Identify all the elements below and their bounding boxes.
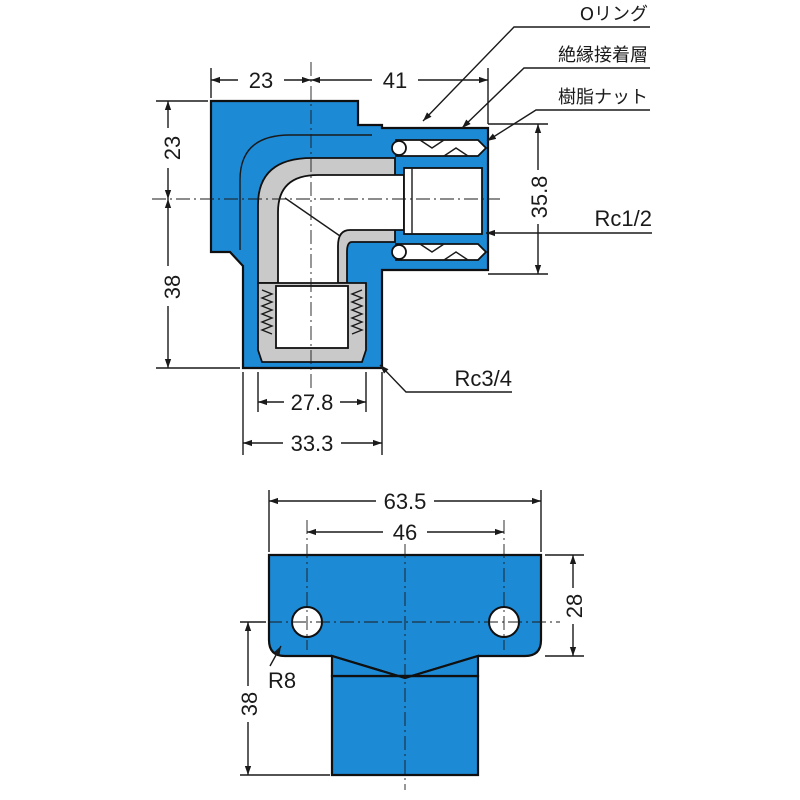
o-ring-lower xyxy=(391,244,407,260)
dim-top-left-width: 23 xyxy=(249,68,273,93)
dim-outer-bottom-width: 33.3 xyxy=(291,431,334,456)
leader-rc-three-quarter xyxy=(379,364,512,393)
label-o-ring: Oリング xyxy=(580,4,648,25)
rc-half-port xyxy=(403,167,483,235)
dim-flange-height: 28 xyxy=(562,594,587,618)
dim-body-height: 38 xyxy=(237,692,262,716)
label-resin-nut: 樹脂ナット xyxy=(558,87,648,108)
dim-top-right-width: 41 xyxy=(383,68,407,93)
nut-lower-teeth xyxy=(419,243,469,261)
flange-stem-join xyxy=(330,654,480,680)
dim-flange-width: 63.5 xyxy=(384,489,427,514)
o-ring-upper xyxy=(391,140,407,156)
leader-adhesive-layer xyxy=(461,67,650,129)
label-rc-half: Rc1/2 xyxy=(595,206,652,231)
elbow-front-view xyxy=(267,553,543,777)
dim-right-opening-height: 35.8 xyxy=(527,176,552,219)
flow-corner-line xyxy=(284,197,341,237)
leader-o-ring xyxy=(422,26,650,122)
leader-r8 xyxy=(269,645,282,667)
elbow-section-view xyxy=(209,99,490,370)
dim-left-lower-height: 38 xyxy=(160,275,185,299)
label-rc-three-quarter: Rc3/4 xyxy=(455,366,512,391)
body-outline-groove xyxy=(239,134,372,250)
thread-right xyxy=(350,289,364,335)
label-r8: R8 xyxy=(268,668,296,693)
thread-left xyxy=(260,289,274,335)
dim-left-upper-height: 23 xyxy=(160,136,185,160)
nut-upper-teeth xyxy=(419,139,469,157)
dim-inner-bottom-width: 27.8 xyxy=(291,390,334,415)
label-adhesive-layer: 絶縁接着層 xyxy=(558,45,648,66)
rc-three-quarter-port xyxy=(275,285,349,349)
dim-hole-pitch: 46 xyxy=(393,520,417,545)
leader-resin-nut xyxy=(486,109,650,142)
